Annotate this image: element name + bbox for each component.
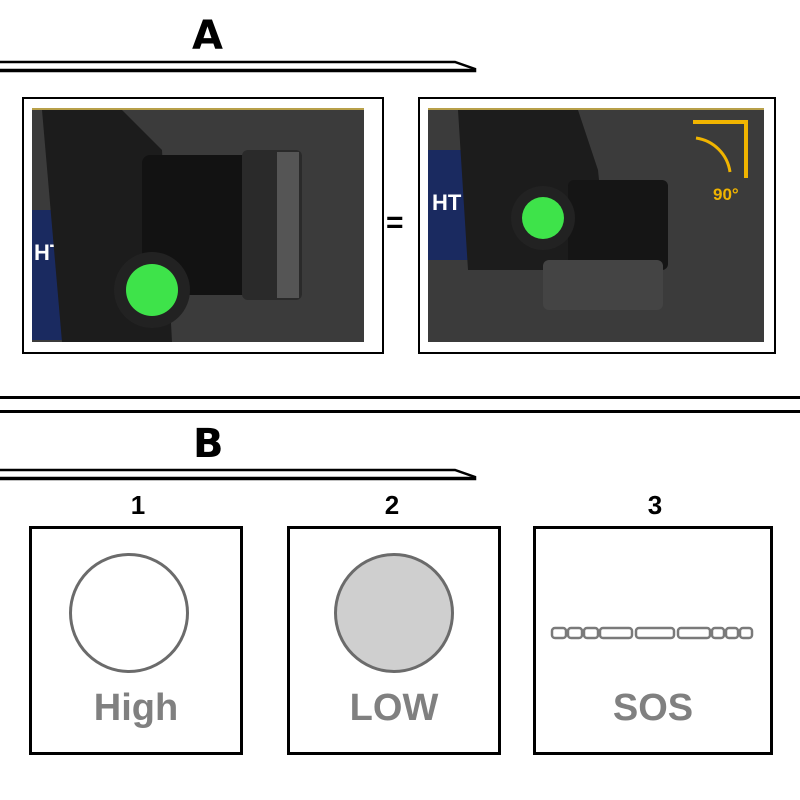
band-text: HT xyxy=(432,190,462,215)
section-b-divider xyxy=(0,468,477,481)
low-light-circle-icon xyxy=(334,553,454,673)
mode-card-low: LOW xyxy=(287,526,501,755)
high-light-circle-icon xyxy=(69,553,189,673)
rotation-label: 90° xyxy=(713,185,739,204)
section-divider-bottom xyxy=(0,410,800,413)
section-divider-top xyxy=(0,396,800,399)
section-b-letter: B xyxy=(193,421,224,467)
sos-pattern-icon xyxy=(550,626,754,640)
mode-number-1: 1 xyxy=(130,490,146,520)
mode-card-sos: SOS xyxy=(533,526,773,755)
power-button xyxy=(522,197,564,239)
mode-card-high: High xyxy=(29,526,243,755)
equals-sign: = xyxy=(386,206,404,239)
headlamp-photo-rotated: HT 90° xyxy=(428,108,764,342)
photo-panel-left: HT xyxy=(22,97,384,354)
headlamp-photo-front: HT xyxy=(32,108,364,342)
section-a-divider xyxy=(0,60,477,73)
mode-number-3: 3 xyxy=(647,490,663,520)
mode-number-2: 2 xyxy=(384,490,400,520)
mode-label-low: LOW xyxy=(349,687,439,729)
power-button xyxy=(126,264,178,316)
mode-label-sos: SOS xyxy=(612,687,694,729)
mode-label-high: High xyxy=(93,687,179,729)
section-a-letter: A xyxy=(192,13,223,59)
photo-panel-right: HT 90° xyxy=(418,97,776,354)
